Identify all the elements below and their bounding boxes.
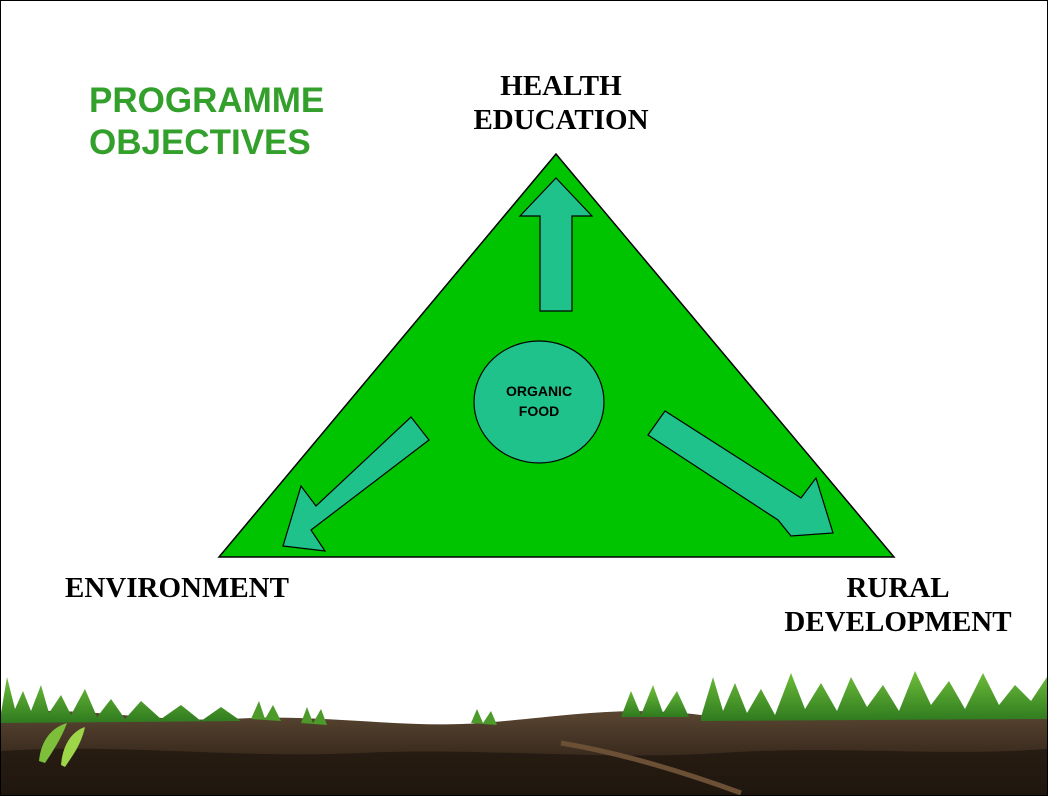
right-label-line2: DEVELOPMENT bbox=[784, 606, 1012, 638]
top-label-line1: HEALTH bbox=[500, 70, 622, 102]
center-circle bbox=[473, 340, 605, 464]
slide-title-line1: PROGRAMME bbox=[89, 81, 325, 120]
left-label: ENVIRONMENT bbox=[65, 572, 289, 604]
slide-title-line2: OBJECTIVES bbox=[89, 123, 311, 162]
arrow-down-right-icon bbox=[647, 410, 834, 537]
center-label-line1: ORGANIC bbox=[506, 383, 572, 399]
right-label: RURAL DEVELOPMENT bbox=[773, 571, 1023, 639]
top-label: HEALTH EDUCATION bbox=[441, 69, 681, 137]
right-label-line1: RURAL bbox=[846, 572, 950, 604]
top-label-line2: EDUCATION bbox=[473, 104, 649, 136]
arrow-down-left-icon bbox=[282, 416, 430, 552]
arrow-up-icon bbox=[518, 177, 594, 312]
center-label-line2: FOOD bbox=[519, 403, 559, 419]
